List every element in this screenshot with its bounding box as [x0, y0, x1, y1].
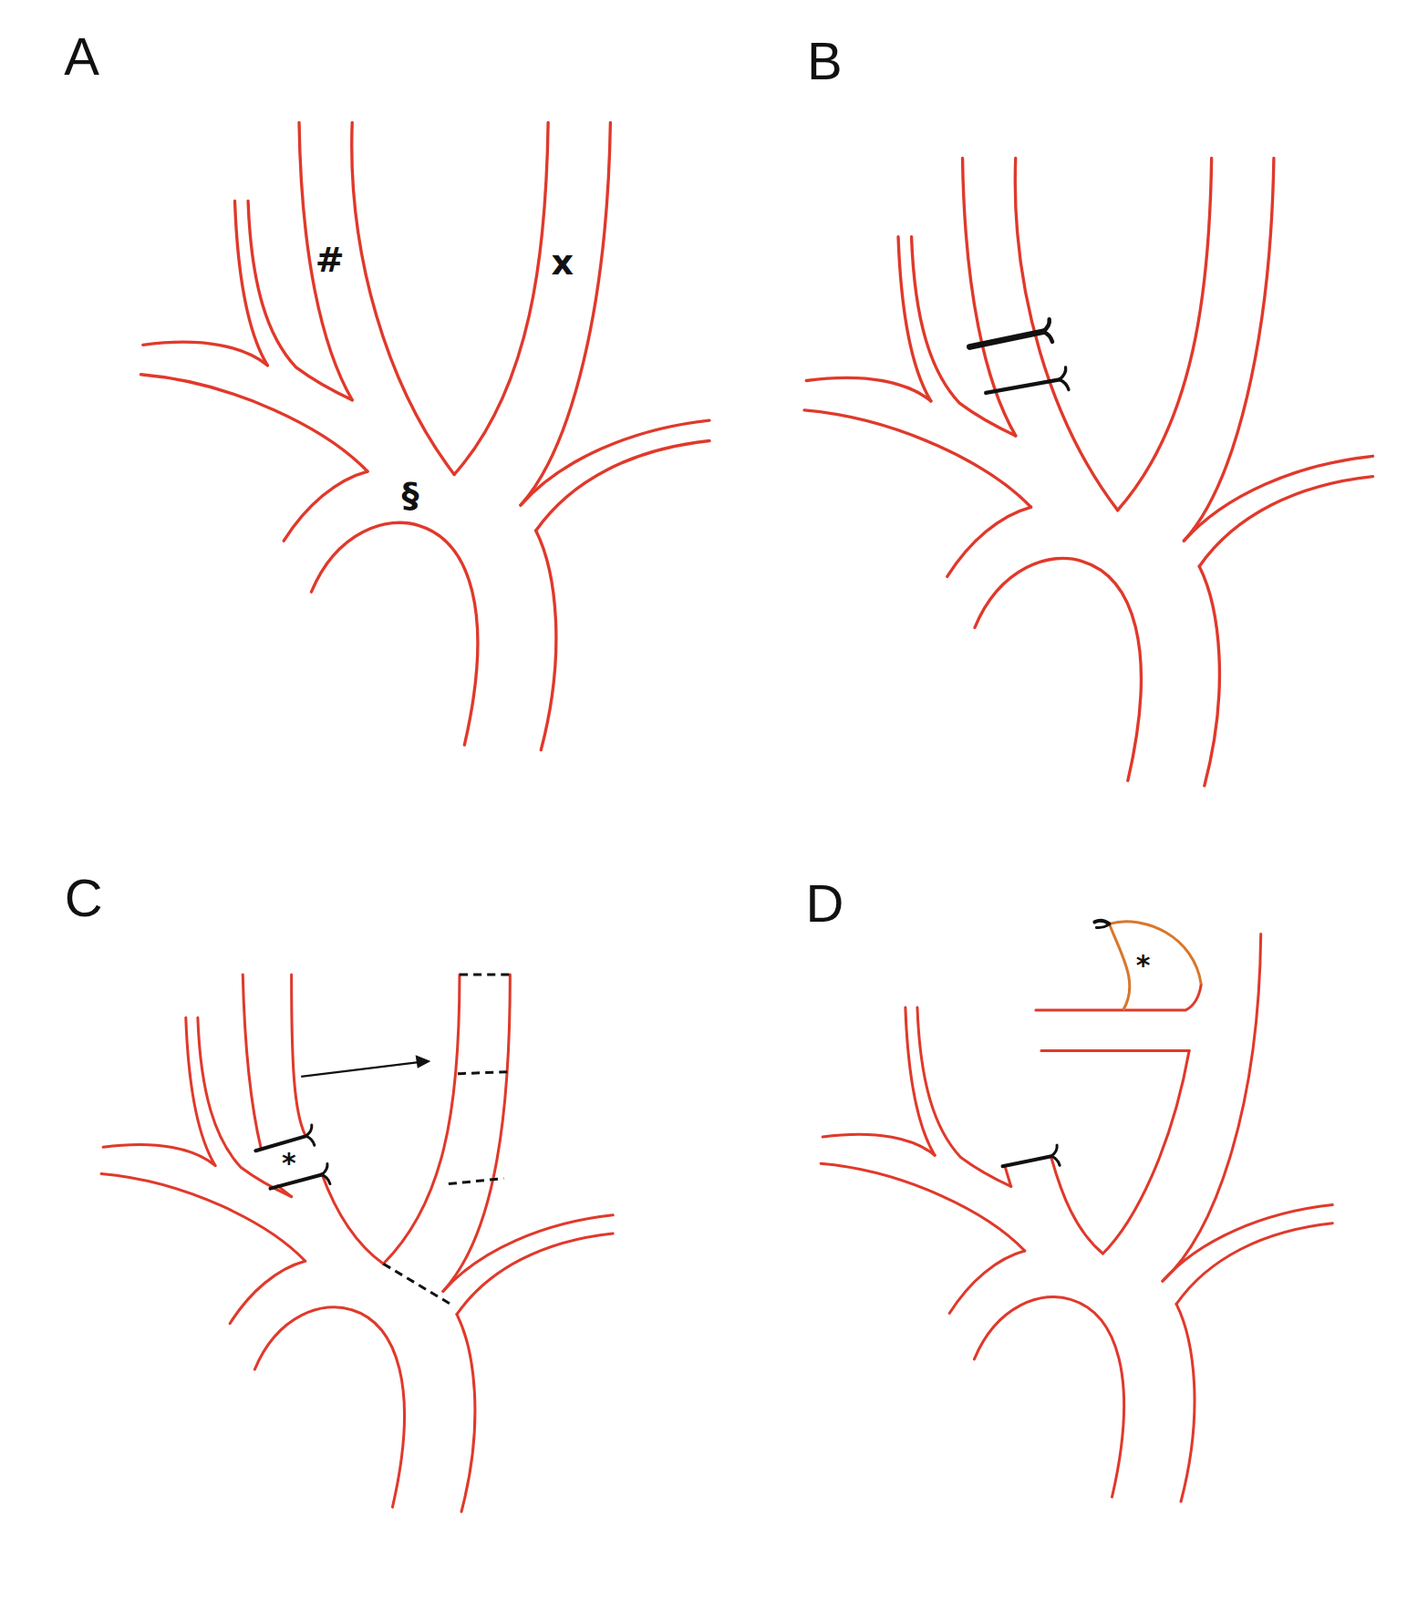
vessel-symbol: # [315, 242, 345, 278]
panel-c-vessels [101, 974, 613, 1512]
panel-letter: A [63, 30, 100, 83]
vascular-clip [255, 1125, 331, 1190]
transposition-arrow [300, 1055, 431, 1077]
cut-line [382, 974, 510, 1306]
panel-b-vessels [804, 157, 1373, 786]
panel-letter: D [805, 877, 844, 931]
panel-letter: B [807, 34, 843, 88]
vessel-symbol: * [1136, 952, 1151, 980]
carotid-pouch [1108, 921, 1201, 1011]
vessel-symbol: x [551, 245, 575, 280]
panel-letter: C [64, 871, 104, 925]
vessel-symbol: * [281, 1149, 297, 1178]
panel-d-vessels [820, 920, 1333, 1502]
vessel-symbol: § [401, 477, 419, 513]
vascular-clip [969, 319, 1069, 394]
panel-a-vessels [141, 122, 710, 750]
vascular-clip [1003, 920, 1110, 1168]
